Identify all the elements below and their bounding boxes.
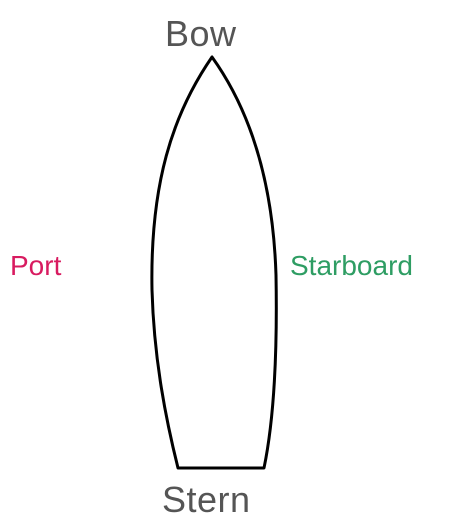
bow-label: Bow	[165, 16, 237, 52]
boat-hull-outline	[152, 57, 276, 468]
port-label: Port	[10, 252, 61, 280]
starboard-label: Starboard	[290, 252, 413, 280]
stern-label: Stern	[162, 482, 251, 518]
